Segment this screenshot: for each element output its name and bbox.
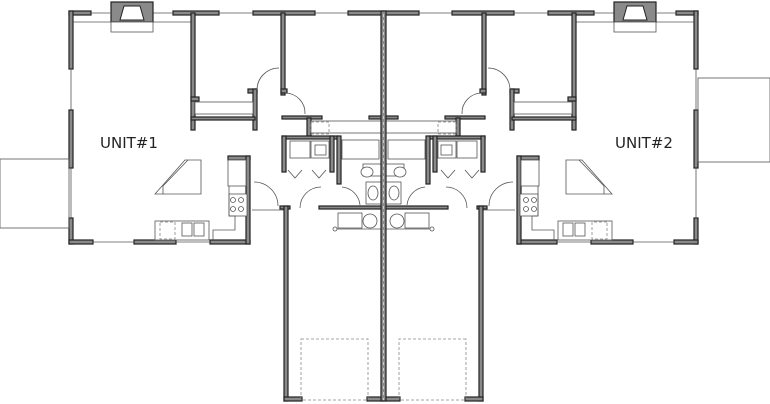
unit-1-plan: [68, 1, 384, 402]
unit-1-label: UNIT#1: [100, 134, 158, 152]
patio-unit-2: [697, 77, 770, 163]
unit-2-plan: [383, 1, 699, 402]
patio-unit-1: [0, 158, 70, 229]
unit-2-label: UNIT#2: [615, 134, 673, 152]
